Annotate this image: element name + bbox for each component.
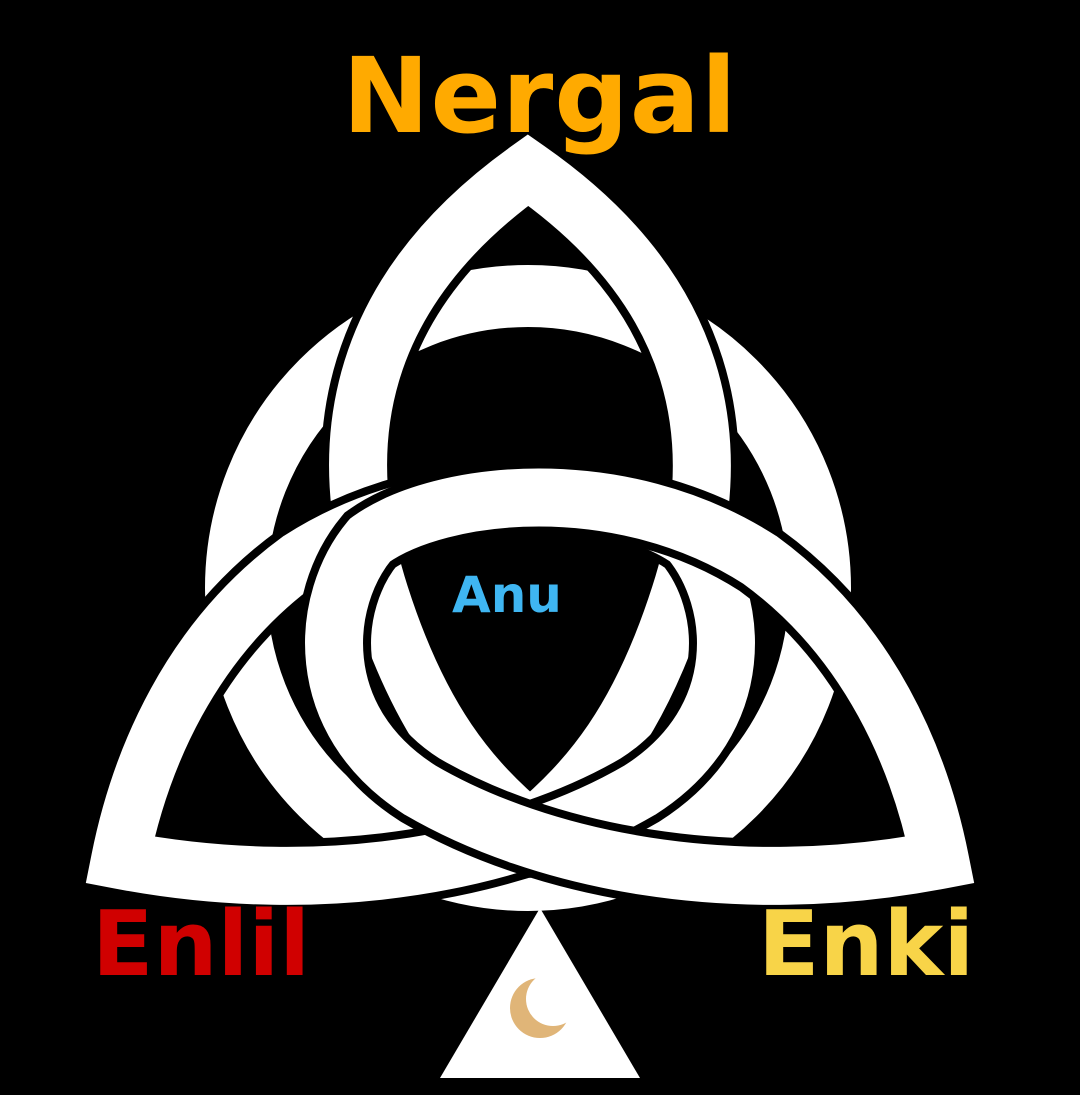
label-center-anu: Anu — [452, 566, 562, 624]
label-right-enki: Enki — [758, 892, 975, 997]
label-left-enlil: Enlil — [92, 892, 311, 997]
crescent-moon-icon — [510, 972, 580, 1038]
triquetra-loop-right — [297, 460, 984, 913]
label-top-nergal: Nergal — [342, 35, 738, 157]
